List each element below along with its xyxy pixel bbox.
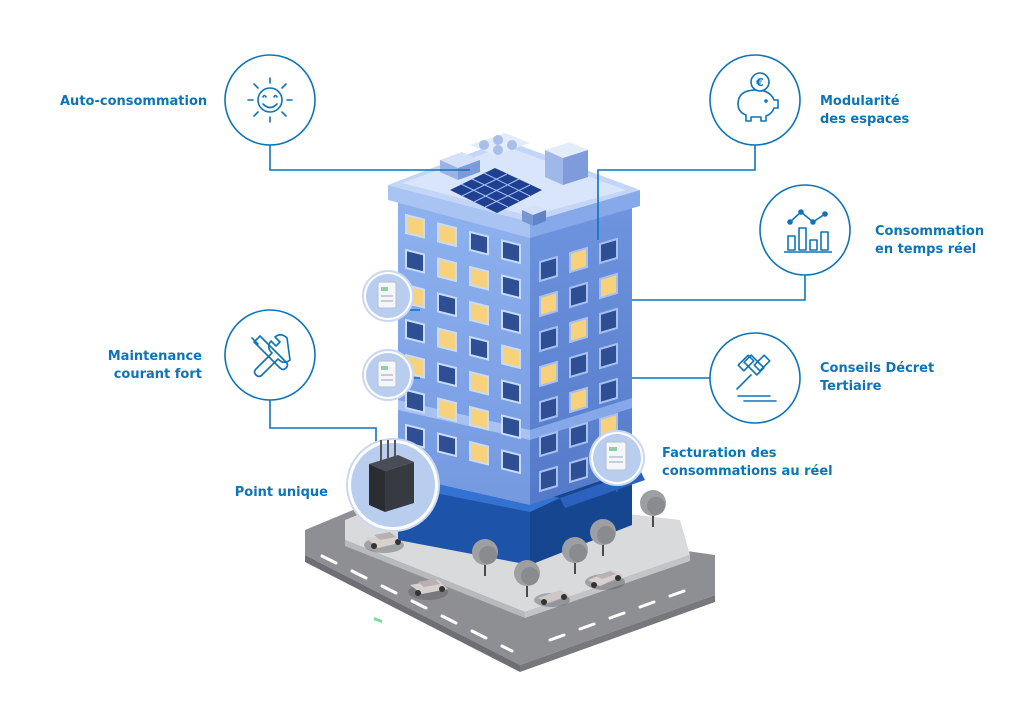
building-window (501, 449, 521, 475)
label-consommation: Consommation en temps réel (875, 224, 985, 257)
building-window (599, 272, 618, 300)
label-auto-consommation: Auto-consommation (60, 94, 208, 109)
street-trees (472, 490, 666, 597)
building-window (569, 351, 588, 379)
callout-consommation (759, 184, 851, 276)
line-auto-consommation (269, 145, 470, 171)
road-edge (305, 555, 520, 672)
building-window (569, 316, 588, 344)
building-window (469, 405, 489, 431)
building-window (599, 342, 618, 370)
euro-glyph: € (755, 76, 764, 89)
electric-meter-icon (377, 360, 397, 388)
electric-meter-icon (377, 281, 397, 309)
callout-modularite: € (709, 54, 801, 146)
meter-bubble-1 (362, 270, 414, 322)
building (388, 133, 645, 565)
building-window (599, 377, 618, 405)
building-window (501, 274, 521, 300)
label-facturation: Facturation des consommations au réel (662, 446, 833, 479)
electrical-cabinet-icon (369, 440, 414, 624)
car-1 (364, 532, 404, 553)
line-maintenance (269, 398, 377, 448)
building-window (501, 309, 521, 335)
gavel-icon (736, 354, 777, 402)
building-window (569, 421, 588, 449)
solar-panel (450, 168, 542, 213)
building-window (539, 430, 558, 458)
road-edge-right (520, 595, 715, 672)
line-consommation (632, 272, 806, 301)
building-window (539, 290, 558, 318)
building-window (501, 239, 521, 265)
building-window (405, 388, 425, 414)
sidewalk-edge-right (525, 555, 690, 618)
building-window (569, 456, 588, 484)
tree (472, 539, 498, 576)
building-window (539, 360, 558, 388)
building-window (469, 230, 489, 256)
building-window (501, 344, 521, 370)
front-windows (405, 213, 521, 475)
tree (562, 537, 588, 574)
piggy-bank-euro-icon: € (737, 72, 779, 122)
building-window (437, 397, 457, 423)
sun-icon (247, 77, 293, 123)
callout-conseils (709, 332, 801, 424)
building-window (539, 255, 558, 283)
car-4 (534, 590, 570, 607)
lane-markings (320, 554, 686, 653)
building-window (437, 362, 457, 388)
callout-maintenance (224, 309, 316, 401)
building-window (539, 395, 558, 423)
building-window (469, 300, 489, 326)
building-window (437, 222, 457, 248)
label-conseils: Conseils Décret Tertiaire (820, 361, 935, 394)
building-window (569, 281, 588, 309)
point-unique-bubble (346, 438, 440, 624)
tree (590, 519, 616, 556)
building-window (437, 432, 457, 458)
building-window (469, 335, 489, 361)
tree (640, 490, 666, 527)
building-window (539, 465, 558, 493)
roof-parapet-side (530, 190, 640, 238)
car-3 (585, 570, 625, 590)
electric-meter-icon (605, 441, 627, 471)
roof-parapet-front (388, 185, 530, 238)
building-window (437, 327, 457, 353)
building-window (469, 370, 489, 396)
label-modularite: Modularité des espaces (820, 94, 910, 127)
building-window (501, 379, 521, 405)
callout-auto-consommation (224, 54, 316, 146)
bar-chart-icon (784, 209, 832, 253)
building-window (569, 386, 588, 414)
meter-bubble-2 (362, 349, 414, 401)
building-window (437, 257, 457, 283)
building-window (539, 325, 558, 353)
building-window (437, 292, 457, 318)
car-2 (408, 579, 448, 600)
building-window (599, 307, 618, 335)
building-window (405, 213, 425, 239)
building-window (469, 265, 489, 291)
building-window (405, 248, 425, 274)
sidewalk-edge (345, 540, 525, 618)
building-window (501, 414, 521, 440)
meter-bubble-facturation (589, 430, 645, 486)
label-maintenance: Maintenance courant fort (107, 349, 202, 382)
tree (514, 560, 540, 597)
building-window (599, 237, 618, 265)
tools-icon (251, 333, 291, 378)
label-point-unique: Point unique (234, 485, 328, 500)
building-window (469, 440, 489, 466)
building-window (569, 246, 588, 274)
building-window (405, 318, 425, 344)
line-modularite (597, 145, 756, 240)
